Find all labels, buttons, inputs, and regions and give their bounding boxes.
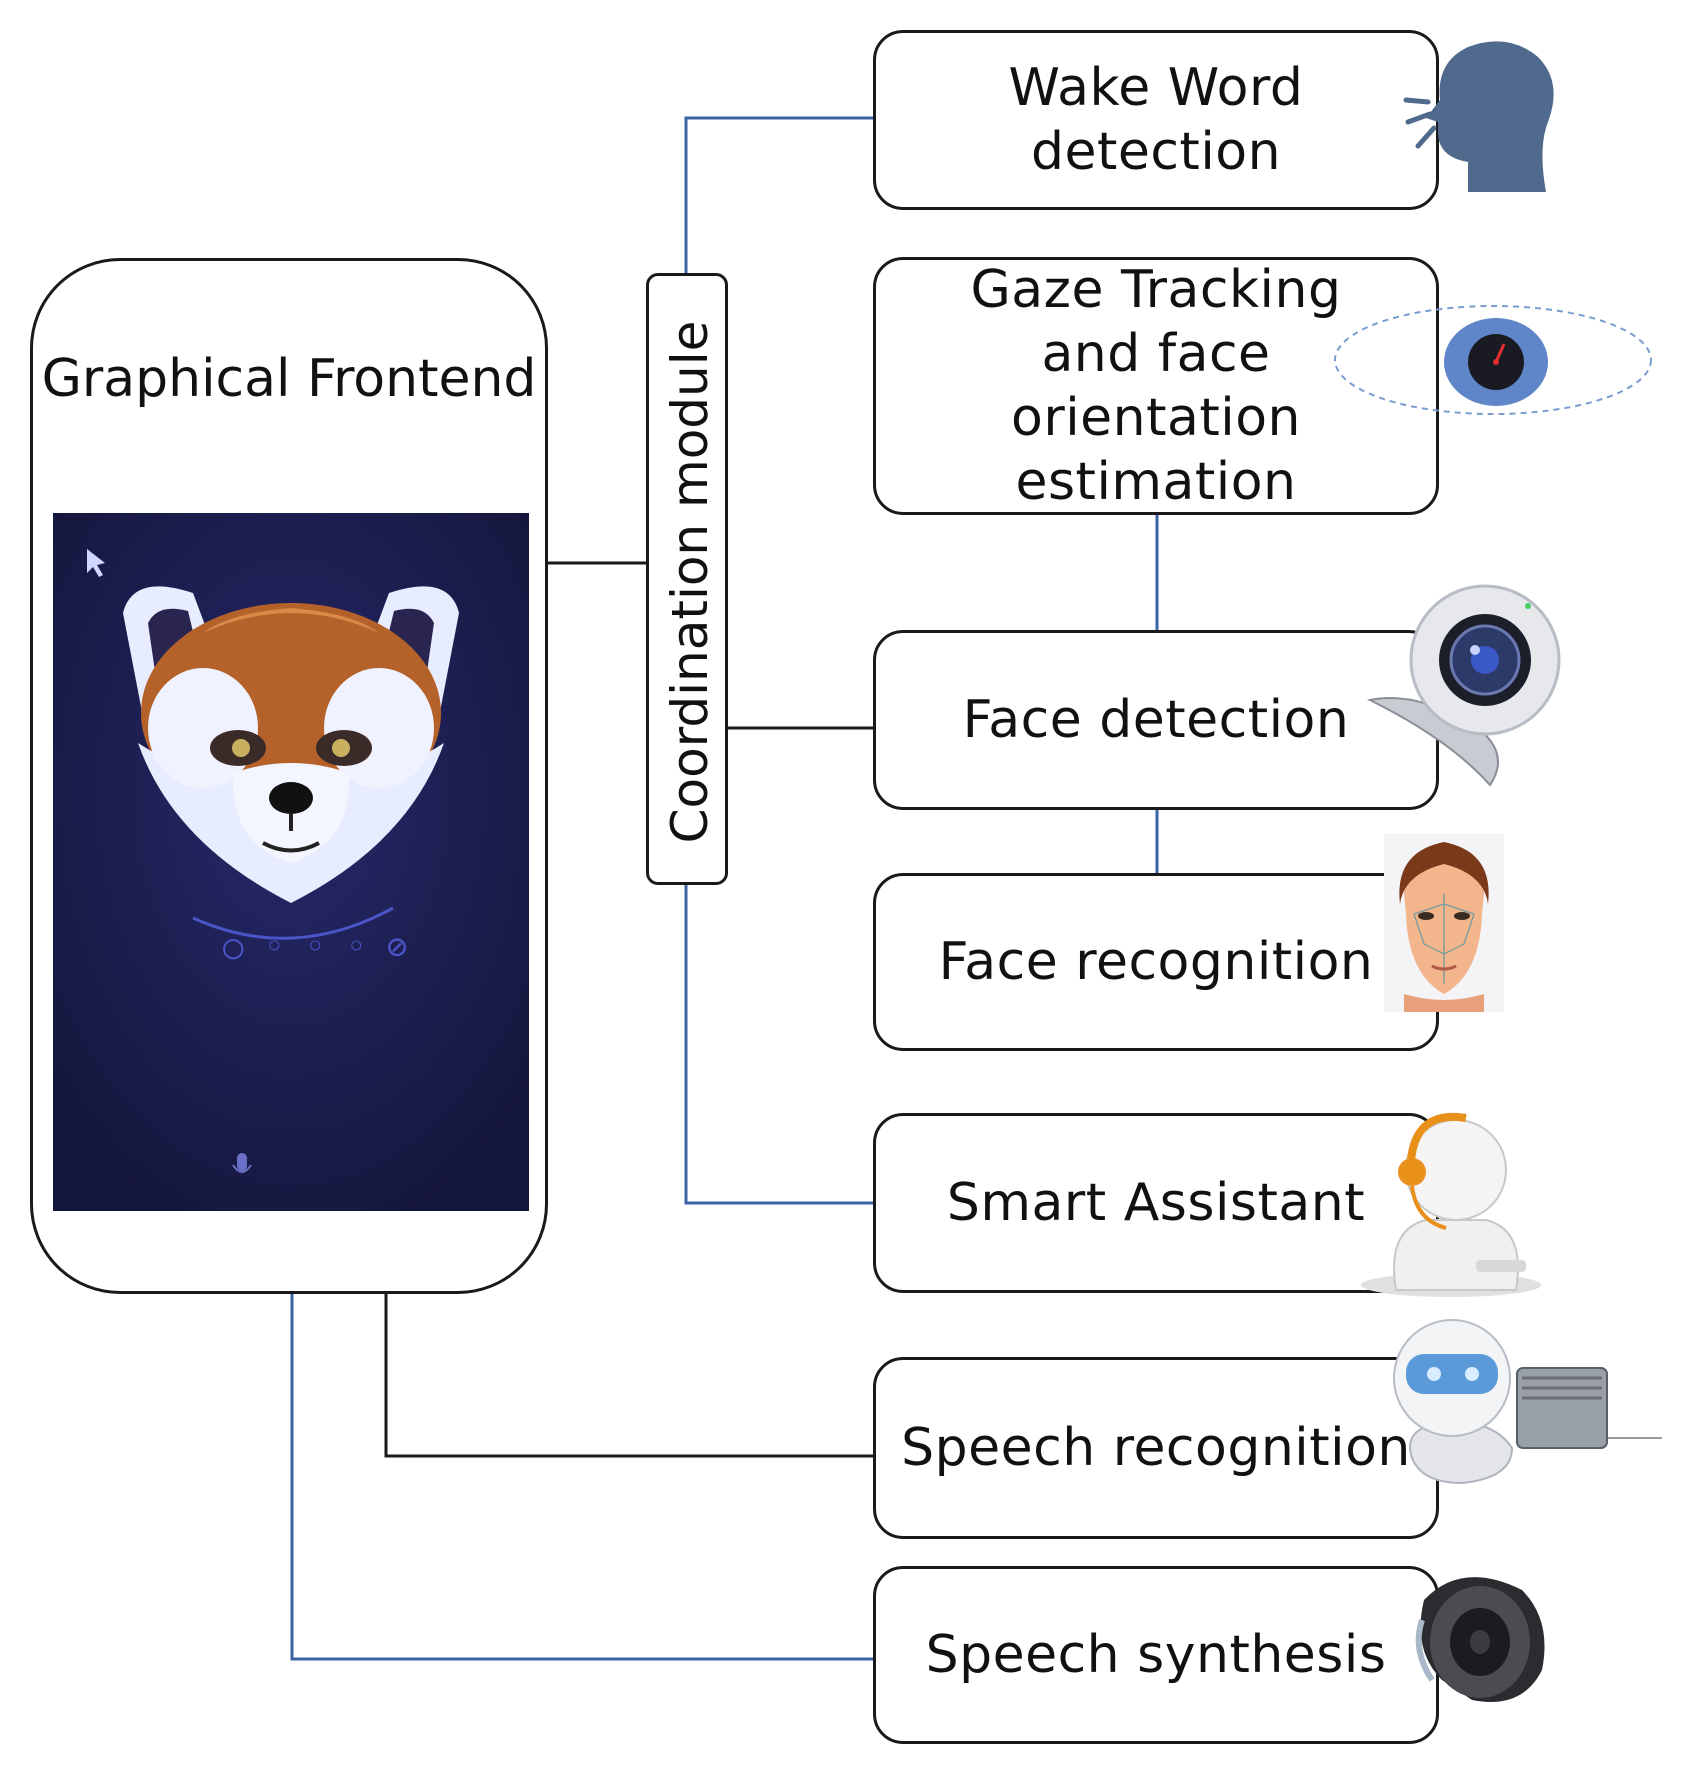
frontend-screen: ○ ◦ ◦ ◦ ⊘	[53, 513, 529, 1211]
wire-coord-wake	[684, 116, 873, 273]
headset-figure-icon	[1361, 1112, 1541, 1297]
speaking-head-icon	[1403, 41, 1554, 192]
speech-synthesis-box: Speech synthesis	[873, 1566, 1439, 1744]
speech-synthesis-label: Speech synthesis	[925, 1625, 1387, 1685]
smart-assistant-box: Smart Assistant	[873, 1113, 1439, 1293]
face-detection-label: Face detection	[962, 690, 1350, 750]
wire-coord-assistant	[684, 885, 873, 1205]
wire-frontend-speechsyn	[290, 1294, 873, 1661]
face-recognition-label: Face recognition	[938, 932, 1374, 992]
wake-word-detection-label: Wake Word detection	[1008, 58, 1304, 182]
speech-recognition-box: Speech recognition	[873, 1357, 1439, 1539]
speech-recognition-label: Speech recognition	[901, 1418, 1411, 1478]
graphical-frontend-device: Graphical Frontend	[30, 258, 548, 1294]
gaze-tracking-box: Gaze Tracking and face orientation estim…	[873, 257, 1439, 515]
wire-frontend-speechrec	[384, 1294, 873, 1458]
face-recognition-box: Face recognition	[873, 873, 1439, 1051]
coordination-module: Coordination module	[646, 273, 728, 885]
red-panda-avatar-icon: ○ ◦ ◦ ◦ ⊘	[53, 513, 529, 1211]
gaze-tracking-label: Gaze Tracking and face orientation estim…	[970, 260, 1342, 512]
speaker-icon	[1415, 1577, 1545, 1702]
wake-word-detection-box: Wake Word detection	[873, 30, 1439, 210]
svg-text:○ ◦ ◦ ◦ ⊘: ○ ◦ ◦ ◦ ⊘	[223, 927, 407, 967]
webcam-icon	[1366, 584, 1561, 787]
eye-icon	[1334, 305, 1652, 415]
face-detection-box: Face detection	[873, 630, 1439, 810]
robot-icon	[1393, 1319, 1662, 1485]
smart-assistant-label: Smart Assistant	[946, 1173, 1366, 1233]
graphical-frontend-title: Graphical Frontend	[41, 349, 537, 409]
coordination-module-label: Coordination module	[661, 320, 719, 844]
face-mesh-icon	[1384, 834, 1504, 1012]
